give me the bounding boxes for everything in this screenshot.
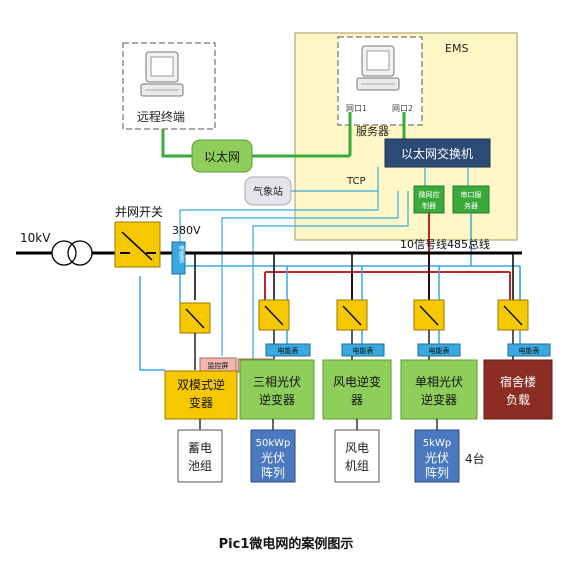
monitor-screen-1-label: 监控屏 (208, 361, 229, 370)
serial-server-box (452, 185, 490, 214)
quantity-note: 4台 (465, 451, 485, 466)
server-port1: 网口1 (346, 104, 367, 113)
energy-meter-4-label: 电能表 (429, 346, 450, 355)
three-phase-inverter-line1: 三相光伏 (253, 375, 301, 389)
pv-array-5kwp-line2: 光伏 (425, 451, 449, 465)
diagram-caption: Pic1微电网的案例图示 (219, 536, 354, 552)
energy-meter-5-label: 电能表 (519, 346, 540, 355)
weather-station-label: 气象站 (253, 185, 283, 198)
energy-meter-3 (341, 343, 385, 357)
bimodal-inverter-box (164, 370, 238, 420)
ethernet-box (191, 139, 253, 173)
ethernet-label: 以太网 (204, 149, 240, 164)
energy-meter-4 (417, 343, 461, 357)
source-links (199, 419, 438, 430)
energy-meter-2-label: 电能表 (278, 346, 299, 355)
energy-meter-2 (265, 343, 311, 357)
serial-server-line2: 务器 (464, 201, 478, 210)
energy-meter-3-label: 电能表 (353, 346, 374, 355)
rs485-bus (139, 213, 521, 371)
ethernet-switch-box (384, 138, 491, 168)
grid-meter (171, 241, 186, 275)
single-phase-inverter-line2: 逆变器 (421, 392, 457, 407)
ethernet-switch-label: 以太网交换机 (401, 146, 473, 161)
computer-icon (140, 51, 184, 97)
server-port2: 网口2 (392, 104, 413, 113)
three-phase-inverter-box (239, 359, 315, 420)
microgrid-controller-line1: 微网控 (419, 190, 440, 199)
feeder-drops (194, 253, 514, 300)
ems-label: EMS (445, 42, 468, 55)
wind-inverter-line1: 风电逆变 (333, 374, 381, 389)
tcp-label: TCP (346, 176, 366, 187)
feeder-switch-2 (258, 299, 290, 331)
grid-switch-icon (114, 221, 161, 268)
wind-inverter-line2: 器 (351, 393, 363, 407)
serial-server-line1: 串口服 (461, 191, 482, 199)
feeder-switch-1 (179, 302, 211, 334)
pv-array-5kwp-line3: 阵列 (425, 466, 449, 480)
battery-bank-line2: 池组 (188, 459, 212, 473)
pv-array-5kwp-line1: 5kWp (423, 438, 451, 449)
pv-array-50kwp-box (250, 429, 296, 483)
three-phase-inverter-line2: 逆变器 (259, 392, 295, 407)
single-phase-inverter-box (400, 359, 478, 420)
voltage-lv-label: 380V (172, 224, 201, 237)
signal-bus-label: 10信号线485总线 (400, 237, 490, 251)
dormitory-load-line2: 负载 (506, 393, 530, 407)
feeder-switch-3 (336, 299, 368, 331)
wind-turbine-line2: 机组 (345, 459, 369, 473)
grid-switch-label: 并网开关 (115, 205, 163, 219)
battery-bank-box (177, 429, 223, 483)
energy-meter-5 (507, 343, 551, 357)
voltage-hv-label: 10kV (20, 231, 51, 245)
ethernet-links (161, 112, 406, 158)
wind-turbine-box (334, 429, 380, 483)
bimodal-inverter-line1: 双模式逆 (177, 377, 225, 392)
pv-array-50kwp-line1: 50kWp (256, 438, 291, 449)
pv-array-5kwp-box (414, 429, 460, 483)
wind-turbine-line1: 风电 (345, 441, 369, 455)
grid-meter-label: 电能表 (178, 244, 185, 264)
battery-bank-line1: 蓄电 (188, 441, 212, 455)
server-label: 服务器 (356, 125, 389, 138)
microgrid-controller-line2: 制器 (422, 201, 436, 210)
single-phase-inverter-line1: 单相光伏 (415, 375, 463, 389)
bimodal-inverter-line2: 变器 (189, 395, 213, 410)
dormitory-load-box (483, 359, 553, 420)
pv-array-50kwp-line2: 光伏 (261, 451, 285, 465)
pv-array-50kwp-line3: 阵列 (261, 466, 285, 480)
remote-terminal-label: 远程终端 (137, 109, 185, 124)
feeder-switch-5 (497, 299, 529, 331)
grid-line (16, 240, 522, 266)
server-computer-icon (356, 45, 400, 91)
dormitory-load-line1: 宿舍楼 (500, 374, 536, 389)
wind-inverter-box (322, 359, 392, 420)
feeder-switch-4 (413, 299, 445, 331)
data-links (179, 167, 469, 365)
